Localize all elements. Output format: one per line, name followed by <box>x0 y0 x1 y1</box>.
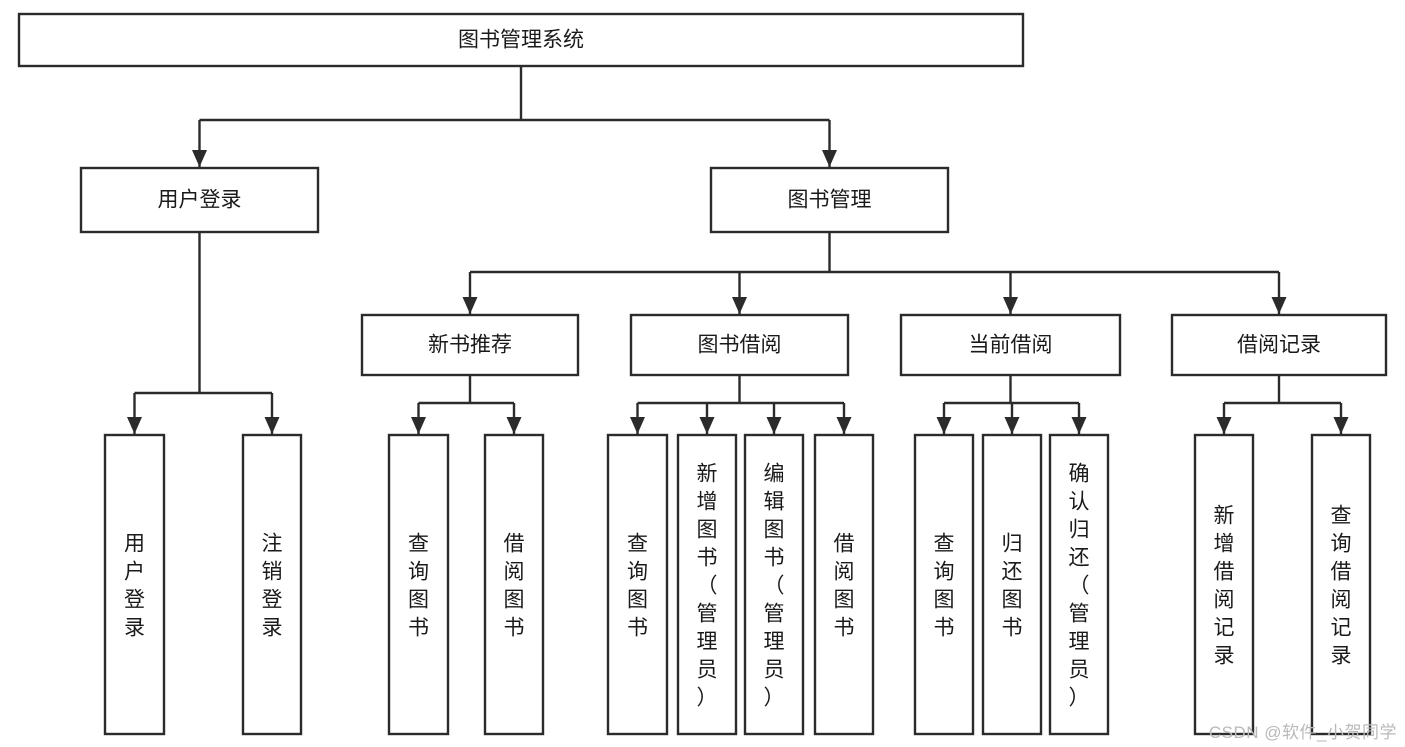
leaf-node-leaf-borrow-book-2[interactable] <box>813 433 875 736</box>
node-level3-borrow-record[interactable] <box>1170 313 1388 377</box>
node-root-root[interactable] <box>17 12 1025 68</box>
node-label: 查询图书 <box>627 532 648 639</box>
edge-arrowhead <box>1333 417 1349 434</box>
node-label: 当前借阅 <box>969 334 1053 357</box>
leaf-node-leaf-add-book[interactable] <box>676 433 738 736</box>
edge-arrowhead <box>766 417 782 434</box>
node-label: 用户登录 <box>158 189 242 212</box>
leaf-node-leaf-logout[interactable] <box>241 433 303 736</box>
leaf-node-leaf-edit-book[interactable] <box>743 433 805 736</box>
leaf-node-leaf-query-book-1[interactable] <box>387 433 450 736</box>
leaf-node-leaf-borrow-book-1[interactable] <box>483 433 545 736</box>
csdn-watermark: CSDN @软件_小贺同学 <box>1208 723 1397 742</box>
node-label: 借阅记录 <box>1237 334 1321 357</box>
node-label: 新增图书（管理员） <box>697 462 718 709</box>
node-label: 确认归还（管理员） <box>1069 462 1090 709</box>
leaf-node-leaf-add-record[interactable] <box>1193 433 1255 736</box>
edge-arrowhead <box>732 297 747 314</box>
node-label: 编辑图书（管理员） <box>764 462 785 709</box>
node-label: 查询图书 <box>934 532 955 639</box>
leaf-node-leaf-user-login[interactable] <box>103 433 166 736</box>
edge-arrowhead <box>127 417 142 434</box>
node-level3-new-book-rec[interactable] <box>360 313 580 377</box>
leaf-node-leaf-query-book-2[interactable] <box>606 433 669 736</box>
leaf-node-leaf-query-book-3[interactable] <box>913 433 975 736</box>
connector-edges <box>127 66 1349 434</box>
node-label: 借阅图书 <box>834 532 855 639</box>
edge-arrowhead <box>630 417 645 434</box>
node-label: 注销登录 <box>262 532 283 639</box>
edge-arrowhead <box>192 150 207 167</box>
leaf-node-leaf-query-record[interactable] <box>1310 433 1372 736</box>
edge-arrowhead <box>264 417 280 434</box>
node-level2-book-manage[interactable] <box>709 166 950 234</box>
node-label: 新书推荐 <box>428 334 512 357</box>
edge-arrowhead <box>1004 417 1020 434</box>
node-label: 查询借阅记录 <box>1331 504 1352 667</box>
edge-arrowhead <box>1271 297 1287 314</box>
node-boxes: 图书管理系统用户登录图书管理新书推荐图书借阅当前借阅借阅记录用户登录注销登录查询… <box>17 12 1388 736</box>
edge-arrowhead <box>462 297 478 314</box>
edge-arrowhead <box>1216 417 1232 434</box>
edge-arrowhead <box>822 150 837 167</box>
node-level3-book-borrow[interactable] <box>629 313 850 377</box>
edge-arrowhead <box>699 417 715 434</box>
node-label: 归还图书 <box>1002 532 1023 639</box>
edge-arrowhead <box>411 417 426 434</box>
edge-arrowhead <box>836 417 852 434</box>
node-label: 图书借阅 <box>698 334 782 357</box>
node-level2-user-login[interactable] <box>79 166 320 234</box>
node-label: 借阅图书 <box>504 532 525 639</box>
node-label: 用户登录 <box>124 532 145 639</box>
leaf-node-leaf-return-book[interactable] <box>981 433 1043 736</box>
leaf-node-leaf-confirm-return[interactable] <box>1048 433 1110 736</box>
edge-arrowhead <box>936 417 952 434</box>
node-label: 查询图书 <box>408 532 429 639</box>
edge-arrowhead <box>1071 417 1087 434</box>
edge-arrowhead <box>1003 297 1018 314</box>
node-label: 图书管理系统 <box>458 29 584 52</box>
node-label: 图书管理 <box>788 189 872 212</box>
edge-arrowhead <box>506 417 522 434</box>
node-label: 新增借阅记录 <box>1214 504 1235 667</box>
node-level3-current-borrow[interactable] <box>899 313 1122 377</box>
